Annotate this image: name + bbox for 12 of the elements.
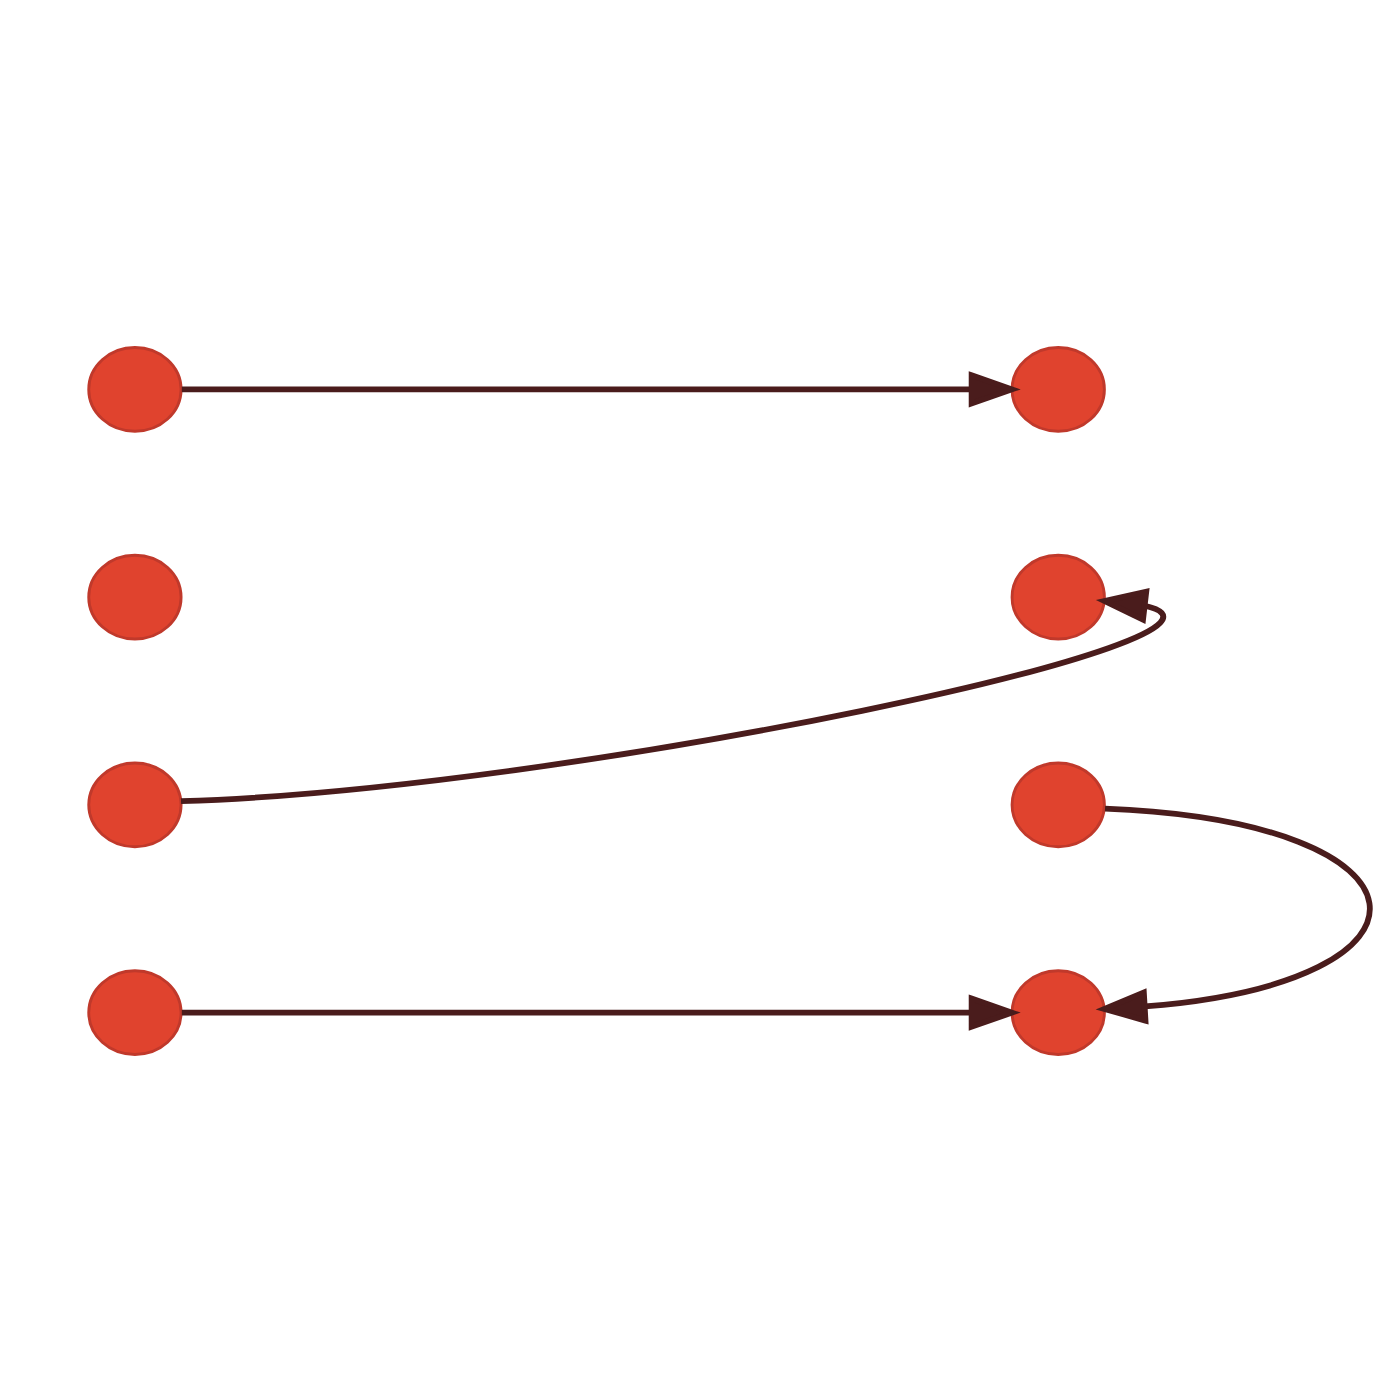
arrow	[180, 586, 1165, 804]
node-heart	[1010, 968, 1106, 1055]
node-heart	[1010, 345, 1106, 432]
node-heart	[87, 760, 183, 848]
node-heart	[87, 968, 183, 1055]
arrow	[1095, 804, 1373, 1024]
arrow	[181, 993, 1021, 1030]
arrow	[181, 370, 1021, 407]
node-heart	[1010, 552, 1106, 640]
node-heart	[87, 552, 183, 640]
node-heart	[1010, 760, 1106, 848]
node-heart	[87, 345, 183, 432]
